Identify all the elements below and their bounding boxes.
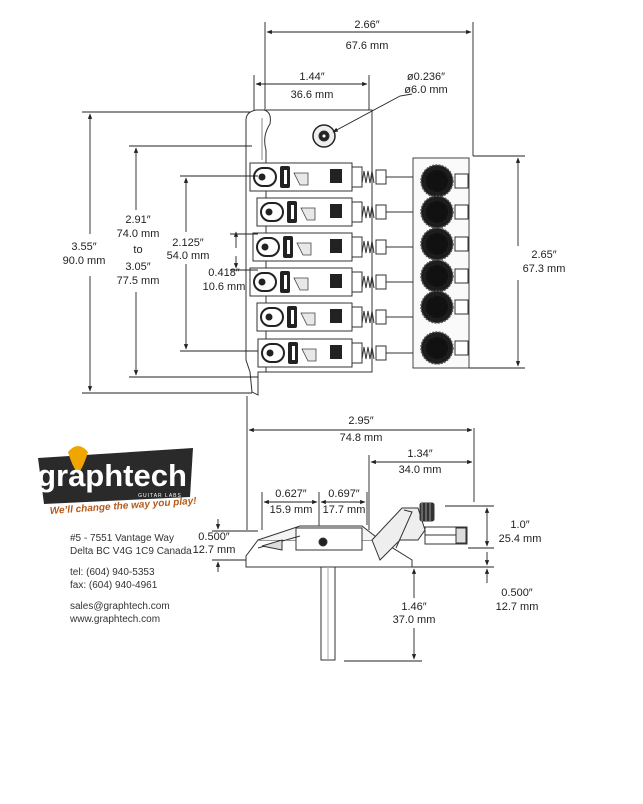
dim-side-length-in: 2.95″ — [348, 415, 373, 427]
dim-below-height-mm: 12.7 mm — [496, 601, 539, 613]
dim-block-depth-in: 1.46″ — [401, 601, 426, 613]
dim-below-height-in: 0.500″ — [501, 587, 533, 599]
dim-saddle-b-in: 0.697″ — [328, 488, 360, 500]
side-view — [245, 502, 468, 661]
saddles — [249, 162, 413, 368]
dim-intonation-min-mm: 74.0 mm — [117, 228, 160, 240]
dim-intonation-max-mm: 77.5 mm — [117, 275, 160, 287]
dim-overall-length-in: 3.55″ — [71, 241, 96, 253]
graphtech-logo: graphtech GUITAR LABS We’ll change the w… — [37, 446, 198, 517]
phone: tel: (604) 940-5353 — [70, 567, 155, 578]
dim-intonation-to: to — [133, 244, 142, 256]
dimension-lines — [82, 22, 525, 662]
dim-overall-width-mm: 67.6 mm — [346, 40, 389, 52]
saddle — [249, 162, 413, 192]
dim-side-height-mm: 12.7 mm — [193, 544, 236, 556]
address-line-2: Delta BC V4G 1C9 Canada — [70, 545, 192, 557]
dim-lock-length-in: 1.34″ — [407, 448, 432, 460]
saddle — [257, 338, 413, 368]
dim-lock-height-in: 1.0″ — [510, 519, 529, 531]
locking-screw — [420, 164, 469, 198]
dim-saddle-b-mm: 17.7 mm — [323, 504, 366, 516]
dim-lock-height-mm: 25.4 mm — [499, 533, 542, 545]
dim-string-spread-in: 2.125″ — [172, 237, 204, 249]
dim-string-spacing-mm: 10.6 mm — [203, 281, 246, 293]
dimension-labels: 2.66″ 67.6 mm 1.44″ 36.6 mm ø0.236″ ø6.0… — [63, 19, 566, 626]
locking-screw — [420, 195, 469, 229]
dim-center-width-mm: 36.6 mm — [291, 89, 334, 101]
dim-overall-width-in: 2.66″ — [354, 19, 379, 31]
fine-tuner-arm — [371, 507, 426, 561]
locking-screw — [420, 227, 469, 261]
dim-saddle-a-in: 0.627″ — [275, 488, 307, 500]
dim-saddle-a-mm: 15.9 mm — [270, 504, 313, 516]
dim-overall-length-mm: 90.0 mm — [63, 255, 106, 267]
locking-screw — [420, 290, 469, 324]
dim-lock-width-in: 2.65″ — [531, 249, 556, 261]
address-line-1: #5 - 7551 Vantage Way — [70, 533, 174, 544]
saddle — [256, 197, 413, 227]
saddle — [252, 232, 413, 262]
contact-block: #5 - 7551 Vantage Way Delta BC V4G 1C9 C… — [70, 533, 192, 626]
dim-intonation-max-in: 3.05″ — [125, 261, 150, 273]
dim-block-depth-mm: 37.0 mm — [393, 614, 436, 626]
logo-text: graphtech — [37, 458, 187, 493]
website-link[interactable]: www.graphtech.com — [70, 613, 161, 625]
dim-lock-width-mm: 67.3 mm — [523, 263, 566, 275]
dim-lock-length-mm: 34.0 mm — [399, 464, 442, 476]
dim-stud-diameter-mm: ø6.0 mm — [404, 84, 447, 96]
dim-string-spread-mm: 54.0 mm — [167, 250, 210, 262]
fax: fax: (604) 940-4961 — [70, 579, 158, 591]
locking-screws — [420, 164, 469, 365]
dim-string-spacing-in: 0.418″ — [208, 267, 240, 279]
locking-screw — [420, 259, 469, 293]
dim-intonation-min-in: 2.91″ — [125, 214, 150, 226]
saddle — [256, 302, 413, 332]
saddle — [249, 267, 413, 297]
locking-screw — [420, 331, 469, 365]
email-link[interactable]: sales@graphtech.com — [70, 601, 170, 612]
baseplate-outline — [245, 109, 271, 396]
dim-center-width-in: 1.44″ — [299, 71, 324, 83]
logo-sub: GUITAR LABS — [138, 493, 182, 499]
dim-side-height-in: 0.500″ — [198, 531, 230, 543]
dim-side-length-mm: 74.8 mm — [340, 432, 383, 444]
dim-stud-diameter-in: ø0.236″ — [407, 71, 445, 83]
